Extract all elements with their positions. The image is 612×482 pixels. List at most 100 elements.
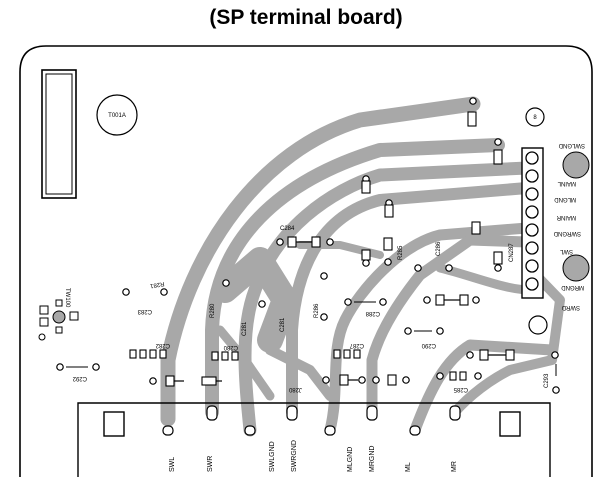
c286-pad-a [414, 264, 422, 272]
connector-ref-label: CN287 [509, 243, 515, 262]
terminal-block-mount-left [103, 411, 125, 437]
r285-chip [383, 237, 393, 251]
mounting-hole [525, 107, 545, 127]
pin-label-mainl: MAINL [557, 180, 576, 186]
gnd-pad-top [562, 151, 590, 179]
c284-label: C284 [280, 226, 295, 232]
ic-t001a-label: T001A [108, 113, 126, 119]
terminal-block-mount-right [499, 411, 521, 437]
c287-pad-f [402, 376, 410, 384]
connector-pin-labels: SWLGND MAINL MLGND MAINR SWRGND SWL MRGN… [553, 142, 585, 310]
c281-label: C281 [242, 321, 248, 336]
tw100-cluster [38, 299, 79, 341]
r280-pad [222, 279, 230, 287]
tw100-label: TW100 [64, 288, 70, 308]
r285-chip-b [361, 249, 371, 261]
top-pad [469, 97, 477, 105]
c285-pad-b [474, 372, 482, 380]
c283-pad-b [160, 288, 168, 296]
c282-label: C282 [155, 342, 170, 348]
c292-label: C292 [72, 375, 87, 381]
terminal-labels: SWL SWR SWLGND SWRGND MLGND MRGND ML MR [169, 440, 458, 472]
c285-label: C285 [453, 386, 468, 392]
c284-chip-a [287, 236, 297, 248]
c291-label: C281 [280, 317, 286, 332]
terminal-label-swlgnd: SWLGND [269, 441, 276, 472]
r286-pad [320, 272, 328, 280]
c287-pads [333, 349, 361, 359]
pin-label-mrgnd: MRGND [561, 284, 584, 290]
c287-chip [339, 374, 349, 386]
c285-pads [449, 371, 467, 381]
r285-label: R285 [398, 245, 404, 260]
page-title: (SP terminal board) [209, 6, 403, 29]
c290-chip-c [479, 349, 489, 361]
c290-pad-c [404, 327, 412, 335]
c287-pad-e [372, 376, 380, 384]
terminal-label-mrgnd: MRGND [369, 446, 376, 472]
c292-pad-b [92, 363, 100, 371]
pin-label-swrgnd: SWRGND [553, 230, 581, 236]
c293-pad-b [552, 386, 560, 394]
c290-pad-d [436, 327, 444, 335]
top-pad-b [494, 138, 502, 146]
terminal-label-ml: ML [405, 462, 412, 472]
c287-pad-d [358, 376, 366, 384]
c288-pad-a [344, 298, 352, 306]
c290-chip-d [505, 349, 515, 361]
c284-pad-a [276, 238, 284, 246]
connector-pins [525, 151, 539, 291]
terminal-label-swl: SWL [169, 457, 176, 472]
terminal-label-swrgnd: SWRGND [291, 440, 298, 472]
c282-pad-d [165, 375, 175, 387]
terminal-label-swr: SWR [207, 456, 214, 472]
r280-label: R280 [210, 303, 216, 318]
pin-label-swlgnd: SWLGND [558, 142, 585, 148]
c282-pads [129, 349, 167, 359]
terminal-label-mr: MR [451, 461, 458, 472]
pin-label-swl: SWL [559, 248, 573, 254]
c285-pad-a [436, 372, 444, 380]
pin-label-swrd: SWRD [561, 304, 580, 310]
terminal-block-outline [77, 402, 551, 477]
large-component-inner [45, 73, 73, 195]
c293-pad-a [551, 351, 559, 359]
c290-label: C290 [421, 342, 436, 348]
pin-label-mlgnd: MLGND [554, 196, 576, 202]
pin-label-mainr: MAINR [556, 214, 576, 220]
c290-pad-b [472, 296, 480, 304]
c287-chip-b [387, 374, 397, 386]
terminal-label-mlgnd: MLGND [347, 447, 354, 472]
c288-pad-b [379, 298, 387, 306]
mounting-hole-label: 8 [533, 115, 537, 121]
c287-label: C287 [349, 342, 364, 348]
c283-pad-a [122, 288, 130, 296]
c292-pad-a [56, 363, 64, 371]
c281-pad [258, 300, 266, 308]
top-chip-b [493, 149, 503, 165]
r286-label: R286 [314, 303, 320, 318]
cn-pad [494, 264, 502, 272]
terminal-pins [162, 405, 461, 436]
c280-label: C280 [223, 344, 238, 350]
c288-label: C288 [365, 310, 380, 316]
via-2-chip [384, 204, 394, 218]
c284-pad-b [326, 238, 334, 246]
c290-chip-b [459, 294, 469, 306]
board-outline [19, 45, 593, 477]
c293-outline [528, 315, 548, 335]
gnd-pad-bottom [562, 254, 590, 282]
top-chip [467, 111, 477, 127]
c286-pad-b [445, 264, 453, 272]
cn-chip-a [471, 221, 481, 235]
r285-pad [384, 258, 392, 266]
ic-t001a-outline [96, 94, 138, 136]
r286-pad-b [320, 313, 328, 321]
connector-cn287 [521, 147, 544, 299]
via-1-chip [361, 180, 371, 194]
c280-pads [211, 351, 239, 361]
c286-label: C286 [436, 241, 442, 256]
c290-pad-a [423, 296, 431, 304]
c287-pad-c [322, 376, 330, 384]
